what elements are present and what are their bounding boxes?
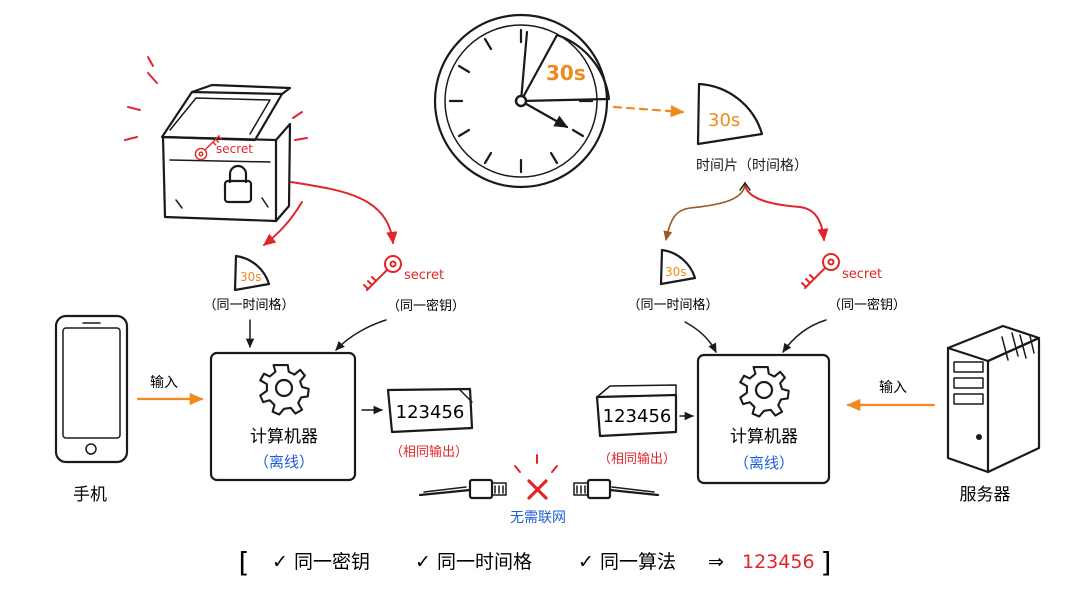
- right-time-slice-icon: 30s: [659, 248, 697, 286]
- summary-open-bracket: [: [239, 546, 250, 579]
- time-slice-badge: 30s: [708, 110, 740, 131]
- time-slice-brace: [663, 182, 829, 242]
- summary-close-bracket: ]: [821, 546, 832, 579]
- right-output-code: 123456: [603, 406, 672, 427]
- cross-icon: [514, 454, 558, 500]
- treasure-chest-icon: secret: [124, 56, 308, 223]
- padlock-icon: [223, 164, 253, 204]
- right-key-label: secret: [842, 267, 882, 282]
- network-label: 无需联网: [510, 510, 566, 526]
- server-label: 服务器: [960, 485, 1011, 505]
- left-compute-engine: 计算机器 （离线）: [209, 351, 357, 482]
- right-engine-sub: （离线）: [734, 454, 794, 472]
- left-time-slice-icon: 30s: [233, 254, 271, 292]
- time-slice-icon: 30s: [696, 82, 764, 146]
- left-key-arrow: [335, 319, 387, 351]
- left-time-badge: 30s: [240, 270, 262, 284]
- right-key-icon: [801, 253, 840, 289]
- clock-icon: 30s: [433, 13, 611, 189]
- summary-bar: [ ✓ 同一密钥 ✓ 同一时间格 ✓ 同一算法 ⇒ 123456 ]: [239, 546, 832, 579]
- summary-result: 123456: [742, 551, 815, 573]
- right-output-caption: （相同输出）: [598, 451, 676, 467]
- right-time-caption: （同一时间格）: [627, 297, 718, 313]
- summary-item-algorithm: ✓ 同一算法: [578, 551, 676, 573]
- left-output-code: 123456: [396, 402, 465, 423]
- left-key-caption: （同一密钥）: [387, 298, 465, 314]
- right-compute-engine: 计算机器 （离线）: [696, 353, 831, 485]
- right-engine-title: 计算机器: [730, 427, 798, 447]
- summary-item-key: ✓ 同一密钥: [272, 551, 370, 573]
- right-time-arrow: [684, 321, 717, 353]
- left-key-label: secret: [404, 268, 444, 283]
- cable-icon: [418, 478, 660, 500]
- summary-arrow: ⇒: [708, 551, 724, 573]
- time-slice-caption: 时间片（时间格）: [696, 158, 808, 174]
- right-gear-icon: [739, 366, 790, 418]
- chest-arrows: [262, 181, 398, 246]
- summary-item-time: ✓ 同一时间格: [415, 551, 532, 573]
- left-document-icon: [386, 387, 474, 434]
- right-key-caption: （同一密钥）: [828, 297, 906, 313]
- left-gear-icon: [259, 364, 310, 416]
- left-engine-title: 计算机器: [250, 427, 318, 447]
- left-time-caption: （同一时间格）: [203, 297, 294, 313]
- left-input-label: 输入: [150, 375, 178, 391]
- server-icon: [946, 324, 1041, 474]
- right-input-label: 输入: [879, 380, 907, 396]
- right-time-badge: 30s: [665, 265, 687, 279]
- left-key-icon: [363, 255, 402, 291]
- clock-to-slice-arrow: [612, 104, 685, 118]
- clock-slice-label: 30s: [546, 61, 586, 85]
- chest-key-label: secret: [216, 142, 253, 156]
- phone-label: 手机: [73, 485, 107, 505]
- chest-burst-lines: [124, 56, 308, 141]
- right-key-arrow: [782, 319, 827, 353]
- left-output-caption: （相同输出）: [390, 444, 468, 460]
- right-document-icon: [595, 384, 678, 438]
- phone-icon: [54, 314, 129, 464]
- left-engine-sub: （离线）: [254, 453, 314, 471]
